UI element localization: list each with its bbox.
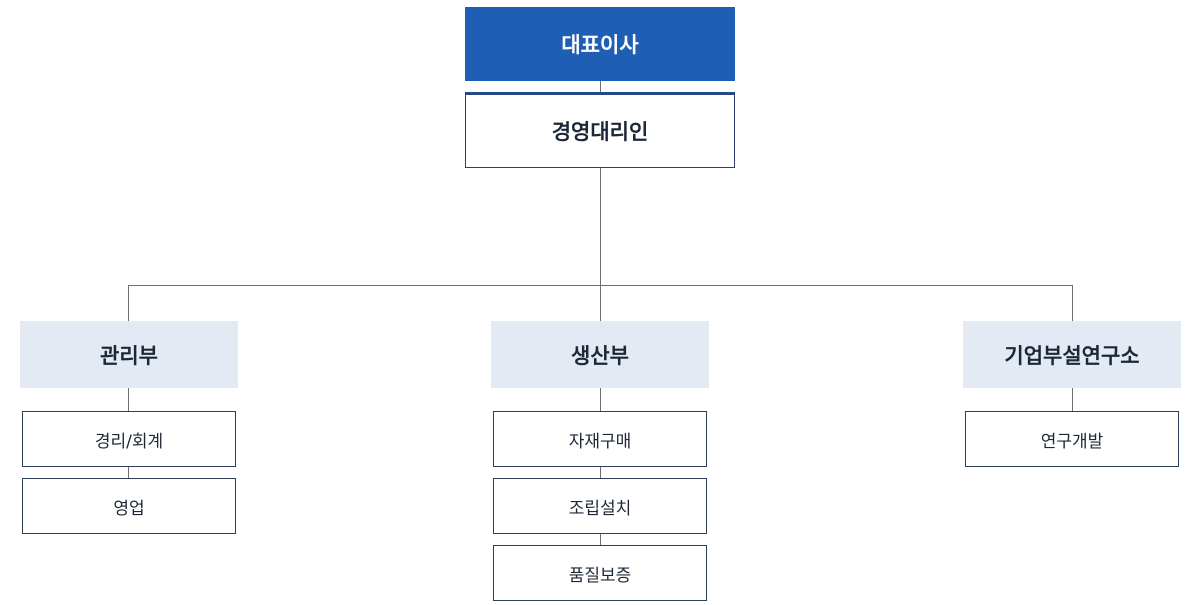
connector-agent-trunk (600, 168, 601, 285)
team-purchasing-label: 자재구매 (568, 431, 632, 452)
department-production: 생산부 (491, 321, 709, 388)
connector-bus-admin (128, 285, 129, 321)
team-assembly: 조립설치 (493, 478, 707, 534)
team-accounting-label: 경리/회계 (94, 431, 164, 452)
ceo-label: 대표이사 (561, 33, 639, 57)
department-research: 기업부설연구소 (963, 321, 1181, 388)
team-sales-label: 영업 (113, 498, 145, 519)
team-sales: 영업 (22, 478, 236, 534)
connector-ceo-agent (600, 81, 601, 92)
connector-bus-production (600, 285, 601, 321)
department-admin-label: 관리부 (100, 343, 158, 368)
team-accounting: 경리/회계 (22, 411, 236, 467)
department-admin: 관리부 (20, 321, 238, 388)
team-rnd: 연구개발 (965, 411, 1179, 467)
department-research-label: 기업부설연구소 (1004, 343, 1140, 368)
department-production-label: 생산부 (571, 343, 629, 368)
team-purchasing: 자재구매 (493, 411, 707, 467)
management-agent-box: 경영대리인 (465, 92, 735, 168)
connector-bus-research (1072, 285, 1073, 321)
management-agent-label: 경영대리인 (551, 120, 649, 144)
team-quality-label: 품질보증 (568, 565, 632, 586)
connector-research-teams (1072, 388, 1073, 411)
team-quality: 품질보증 (493, 545, 707, 601)
team-assembly-label: 조립설치 (568, 498, 632, 519)
team-rnd-label: 연구개발 (1040, 431, 1104, 452)
ceo-box: 대표이사 (465, 7, 735, 81)
